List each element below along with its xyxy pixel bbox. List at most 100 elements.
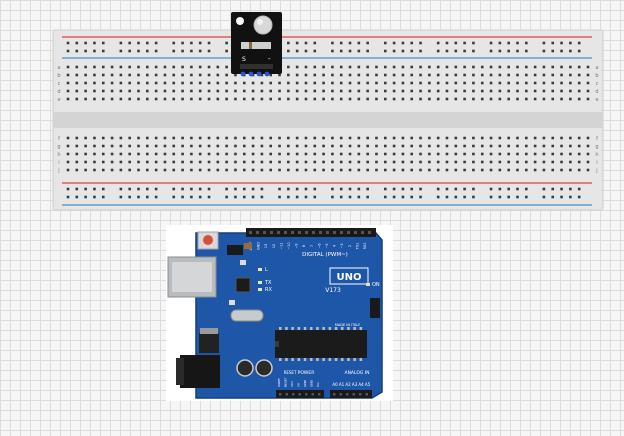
rail-hole[interactable] [507,41,510,45]
breadboard-hole[interactable] [339,136,343,140]
breadboard-hole[interactable] [128,152,131,156]
breadboard-hole[interactable] [260,89,264,93]
breadboard-hole[interactable] [190,97,193,101]
breadboard-hole[interactable] [313,89,317,93]
breadboard-hole[interactable] [525,168,528,172]
breadboard-hole[interactable] [242,81,246,85]
breadboard-hole[interactable] [110,97,114,101]
breadboard-hole[interactable] [560,97,563,101]
breadboard-hole[interactable] [269,81,273,85]
breadboard-hole[interactable] [110,81,114,85]
rail-hole[interactable] [454,187,458,191]
breadboard-hole[interactable] [436,168,440,172]
rail-hole[interactable] [339,41,343,45]
breadboard-hole[interactable] [154,89,158,93]
breadboard-hole[interactable] [190,89,193,93]
breadboard-hole[interactable] [445,144,449,148]
breadboard-hole[interactable] [428,97,431,101]
breadboard-hole[interactable] [375,152,378,156]
rail-hole[interactable] [207,187,211,191]
digital-header[interactable] [246,228,376,237]
breadboard-hole[interactable] [260,73,264,77]
breadboard-hole[interactable] [357,160,361,164]
rail-hole[interactable] [542,187,546,191]
breadboard-hole[interactable] [357,73,361,77]
breadboard-hole[interactable] [551,168,555,172]
breadboard-hole[interactable] [542,81,546,85]
breadboard-hole[interactable] [172,65,176,69]
digital-header-pin[interactable] [263,231,266,234]
rail-hole[interactable] [383,41,387,45]
breadboard-hole[interactable] [401,89,405,93]
digital-header-pin[interactable] [312,231,315,234]
rail-hole[interactable] [560,187,563,191]
breadboard-hole[interactable] [357,97,361,101]
rail-hole[interactable] [410,49,414,53]
breadboard-hole[interactable] [454,89,458,93]
rail-hole[interactable] [75,195,79,199]
breadboard-hole[interactable] [542,65,546,69]
power-header-pin[interactable] [311,393,315,396]
breadboard-hole[interactable] [436,81,440,85]
breadboard-hole[interactable] [225,81,228,85]
breadboard-hole[interactable] [472,160,475,164]
breadboard-hole[interactable] [525,81,528,85]
rail-hole[interactable] [489,195,493,199]
rail-hole[interactable] [251,195,255,199]
breadboard-hole[interactable] [137,160,140,164]
breadboard-hole[interactable] [278,144,281,148]
rail-hole[interactable] [366,41,369,45]
breadboard-hole[interactable] [269,97,273,101]
breadboard-hole[interactable] [586,73,590,77]
breadboard-hole[interactable] [533,160,537,164]
breadboard-hole[interactable] [383,89,387,93]
breadboard-hole[interactable] [75,136,79,140]
rail-hole[interactable] [225,195,228,199]
breadboard-hole[interactable] [198,73,202,77]
rail-hole[interactable] [181,187,184,191]
breadboard-hole[interactable] [181,97,184,101]
breadboard-hole[interactable] [542,152,546,156]
sensor-module[interactable]: S - [231,12,282,77]
rail-hole[interactable] [454,49,458,53]
breadboard-hole[interactable] [428,65,431,69]
sensor-pin-2[interactable] [248,71,254,77]
breadboard-hole[interactable] [304,81,308,85]
breadboard-hole[interactable] [110,160,114,164]
breadboard-hole[interactable] [569,97,572,101]
breadboard-hole[interactable] [375,144,378,148]
rail-hole[interactable] [419,41,422,45]
rail-hole[interactable] [146,195,149,199]
breadboard-hole[interactable] [551,97,555,101]
rail-hole[interactable] [66,195,70,199]
rail-hole[interactable] [436,195,440,199]
breadboard-hole[interactable] [251,152,255,156]
breadboard-hole[interactable] [260,136,264,140]
breadboard-hole[interactable] [542,89,546,93]
breadboard-hole[interactable] [542,136,546,140]
breadboard-hole[interactable] [489,65,493,69]
breadboard-hole[interactable] [348,97,352,101]
breadboard-hole[interactable] [463,97,466,101]
breadboard-hole[interactable] [295,144,299,148]
breadboard-hole[interactable] [331,89,334,93]
breadboard-hole[interactable] [190,160,193,164]
breadboard-hole[interactable] [463,168,466,172]
breadboard-hole[interactable] [419,97,422,101]
power-header-pin[interactable] [318,393,321,396]
rail-hole[interactable] [331,41,334,45]
rail-hole[interactable] [507,187,510,191]
breadboard-hole[interactable] [66,168,70,172]
rail-hole[interactable] [93,195,96,199]
breadboard-hole[interactable] [304,136,308,140]
breadboard-hole[interactable] [119,89,123,93]
breadboard-hole[interactable] [119,152,123,156]
breadboard-hole[interactable] [313,81,317,85]
breadboard-hole[interactable] [489,89,493,93]
breadboard-hole[interactable] [383,81,387,85]
breadboard-hole[interactable] [260,97,264,101]
sensor-pin-3[interactable] [256,71,262,77]
rail-hole[interactable] [146,49,149,53]
rail-hole[interactable] [525,187,528,191]
breadboard-hole[interactable] [507,73,510,77]
